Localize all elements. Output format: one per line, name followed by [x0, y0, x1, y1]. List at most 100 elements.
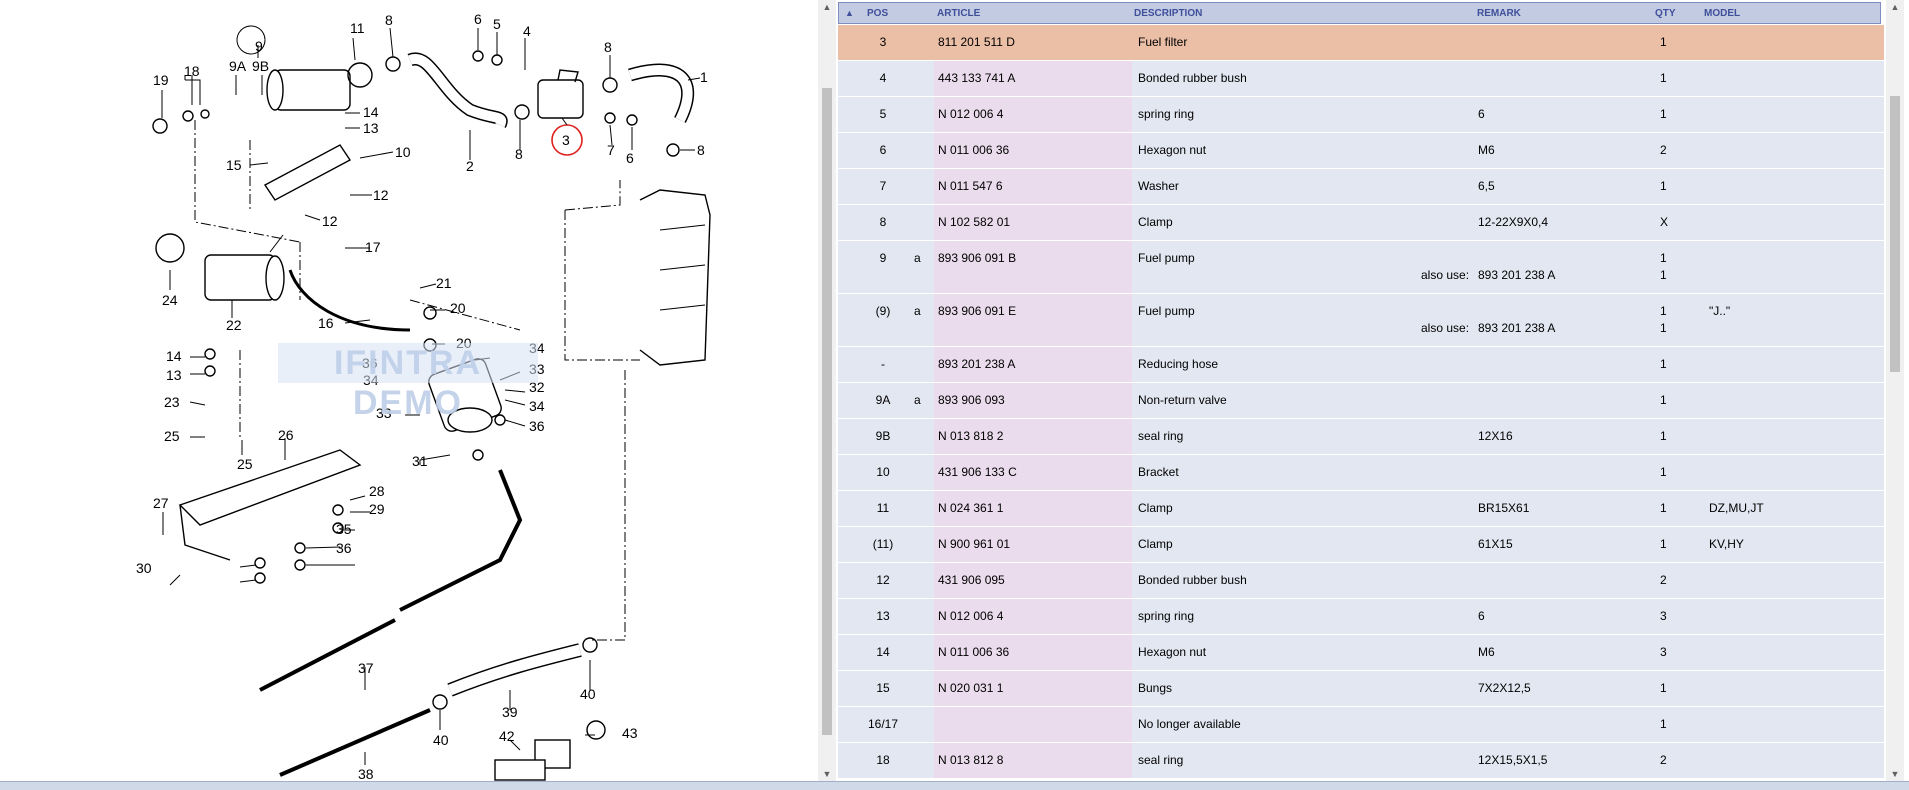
cell-qty: 2 — [1660, 573, 1667, 587]
cell-qty: 1 — [1660, 35, 1667, 49]
col-header-qty[interactable]: QTY — [1655, 8, 1676, 19]
cell-description: Clamp — [1138, 501, 1173, 515]
table-scrollbar[interactable]: ▲ ▼ — [1886, 0, 1904, 781]
cell-also-use-qty: 1 — [1660, 268, 1667, 282]
article-cell-bg — [934, 491, 1132, 526]
cell-qty: 1 — [1660, 107, 1667, 121]
svg-text:13: 13 — [166, 367, 182, 383]
cell-article: 893 906 091 B — [938, 251, 1017, 265]
cell-remark: 12X15,5X1,5 — [1478, 753, 1548, 767]
svg-text:39: 39 — [502, 704, 518, 720]
cell-model: "J.." — [1709, 304, 1731, 318]
svg-text:1: 1 — [700, 69, 708, 85]
cell-description: Fuel pump — [1138, 251, 1195, 265]
ring-13b — [254, 557, 266, 569]
col-header-article[interactable]: ARTICLE — [937, 8, 981, 19]
table-scroll-up-arrow-icon[interactable]: ▲ — [1890, 2, 1900, 12]
svg-text:4: 4 — [523, 23, 531, 39]
cell-remark: BR15X61 — [1478, 501, 1530, 515]
svg-text:8: 8 — [604, 39, 612, 55]
cell-remark: 12X16 — [1478, 429, 1513, 443]
svg-text:34: 34 — [529, 398, 545, 414]
table-scrollbar-thumb[interactable] — [1890, 96, 1900, 372]
col-header-pos[interactable]: POS — [867, 8, 889, 19]
svg-text:17: 17 — [365, 239, 381, 255]
col-header-description[interactable]: DESCRIPTION — [1134, 8, 1203, 19]
col-header-model[interactable]: MODEL — [1704, 8, 1741, 19]
scroll-up-arrow-icon[interactable]: ▲ — [822, 2, 832, 12]
cell-qty: 1 — [1660, 304, 1667, 318]
svg-text:18: 18 — [184, 63, 200, 79]
outer-scrollbar[interactable]: ▲ ▼ — [818, 0, 836, 781]
cell-article: N 011 006 36 — [938, 645, 1010, 659]
table-scroll-down-arrow-icon[interactable]: ▼ — [1890, 769, 1900, 779]
bracket-42b — [494, 759, 546, 781]
svg-text:43: 43 — [622, 725, 638, 741]
article-cell-bg — [934, 97, 1132, 132]
svg-text:21: 21 — [436, 275, 452, 291]
nut-36 — [494, 414, 506, 426]
cell-qty: 1 — [1660, 429, 1667, 443]
cell-remark: M6 — [1478, 143, 1495, 157]
outer-scrollbar-thumb[interactable] — [822, 88, 832, 735]
cell-pos: 9B — [875, 429, 891, 443]
cell-description: spring ring — [1138, 107, 1195, 121]
clamp-8c — [514, 104, 530, 120]
cell-qty: 2 — [1660, 143, 1667, 157]
cell-qty: 1 — [1660, 393, 1667, 407]
cell-remark: 7X2X12,5 — [1478, 681, 1531, 695]
cell-description: Clamp — [1138, 215, 1173, 229]
ring-35 — [294, 542, 306, 554]
cell-description: Fuel filter — [1138, 35, 1188, 49]
cell-qty: 1 — [1660, 537, 1667, 551]
cell-model: KV,HY — [1709, 537, 1744, 551]
scroll-down-arrow-icon[interactable]: ▼ — [822, 769, 832, 779]
cell-pos: 5 — [879, 107, 887, 121]
cell-pos: 9 — [879, 251, 887, 265]
cell-article: N 020 031 1 — [938, 681, 1004, 695]
clamp-8d — [666, 143, 680, 157]
svg-text:25: 25 — [164, 428, 180, 444]
svg-text:13: 13 — [363, 120, 379, 136]
cell-flag: a — [914, 251, 921, 265]
cell-pos: 7 — [879, 179, 887, 193]
cell-pos: 16/17 — [867, 717, 899, 731]
cell-article: N 024 361 1 — [938, 501, 1004, 515]
collapse-arrow-icon[interactable]: ▲ — [845, 8, 854, 18]
article-cell-bg — [934, 563, 1132, 598]
svg-text:10: 10 — [395, 144, 411, 160]
col-header-remark[interactable]: REMARK — [1477, 8, 1521, 19]
svg-text:36: 36 — [529, 418, 545, 434]
cell-article: N 013 812 8 — [938, 753, 1004, 767]
svg-text:11: 11 — [350, 20, 365, 36]
svg-text:28: 28 — [369, 483, 385, 499]
svg-text:22: 22 — [226, 317, 242, 333]
cell-description: Reducing hose — [1138, 357, 1219, 371]
article-cell-bg — [934, 635, 1132, 670]
svg-text:29: 29 — [369, 501, 385, 517]
washer-31 — [472, 449, 484, 461]
washer-28 — [332, 504, 344, 516]
